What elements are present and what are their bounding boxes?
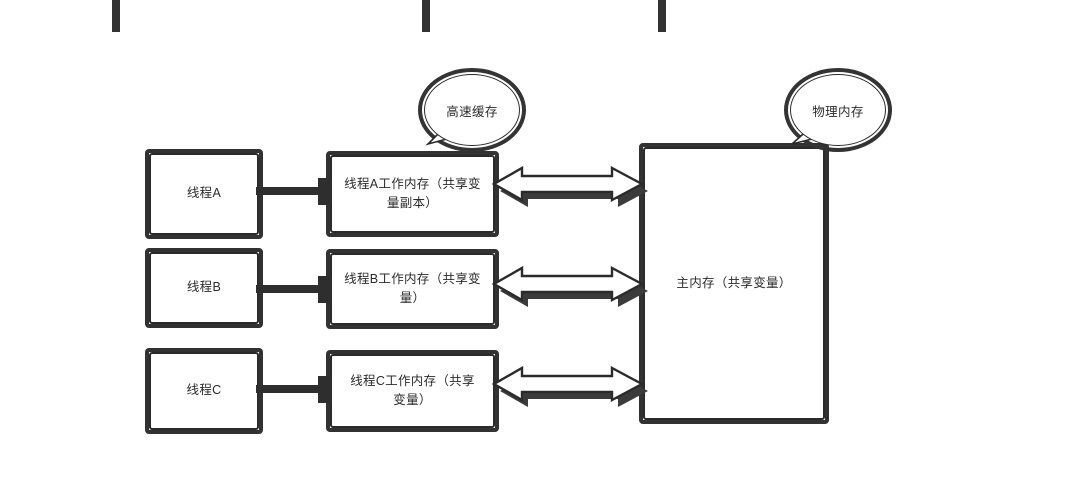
connector-thread-b [256,270,342,312]
tick-bar-1 [112,0,120,32]
callout-cache-shadow [418,68,526,152]
callout-physical-memory-shadow [784,68,892,152]
main-memory-box[interactable]: 主内存（共享变量） [639,143,829,424]
thread-box-a[interactable]: 线程A [145,149,263,239]
callout-physical-memory[interactable]: 物理内存 [784,68,892,152]
main-memory-box-label: 主内存（共享变量） [676,275,792,290]
callout-physical-memory-bubble: 物理内存 [790,74,886,146]
callout-cache-label: 高速缓存 [446,104,498,119]
connector-thread-c [256,370,342,412]
working-memory-box-a-label: 线程A工作内存（共享变量副本） [344,176,481,210]
arrow-working-a-main [491,164,652,212]
arrow-working-c-main [491,364,652,412]
tick-bar-2 [422,0,430,32]
working-memory-box-c[interactable]: 线程C工作内存（共享变量） [326,350,499,432]
thread-box-b[interactable]: 线程B [145,248,263,328]
connector-thread-a [256,172,342,214]
thread-box-b-label: 线程B [186,280,222,295]
callout-cache-bubble: 高速缓存 [424,74,520,146]
arrow-working-b-main [491,264,652,312]
thread-box-a-label: 线程A [186,186,222,201]
tick-bar-3 [658,0,666,32]
callout-cache[interactable]: 高速缓存 [418,68,526,152]
thread-box-c[interactable]: 线程C [145,348,263,434]
working-memory-box-b[interactable]: 线程B工作内存（共享变量） [326,249,499,329]
callout-physical-memory-label: 物理内存 [812,104,864,119]
working-memory-box-a[interactable]: 线程A工作内存（共享变量副本） [326,151,499,237]
working-memory-box-c-label: 线程C工作内存（共享变量） [350,373,475,407]
thread-box-c-label: 线程C [186,383,222,398]
working-memory-box-b-label: 线程B工作内存（共享变量） [344,271,481,305]
